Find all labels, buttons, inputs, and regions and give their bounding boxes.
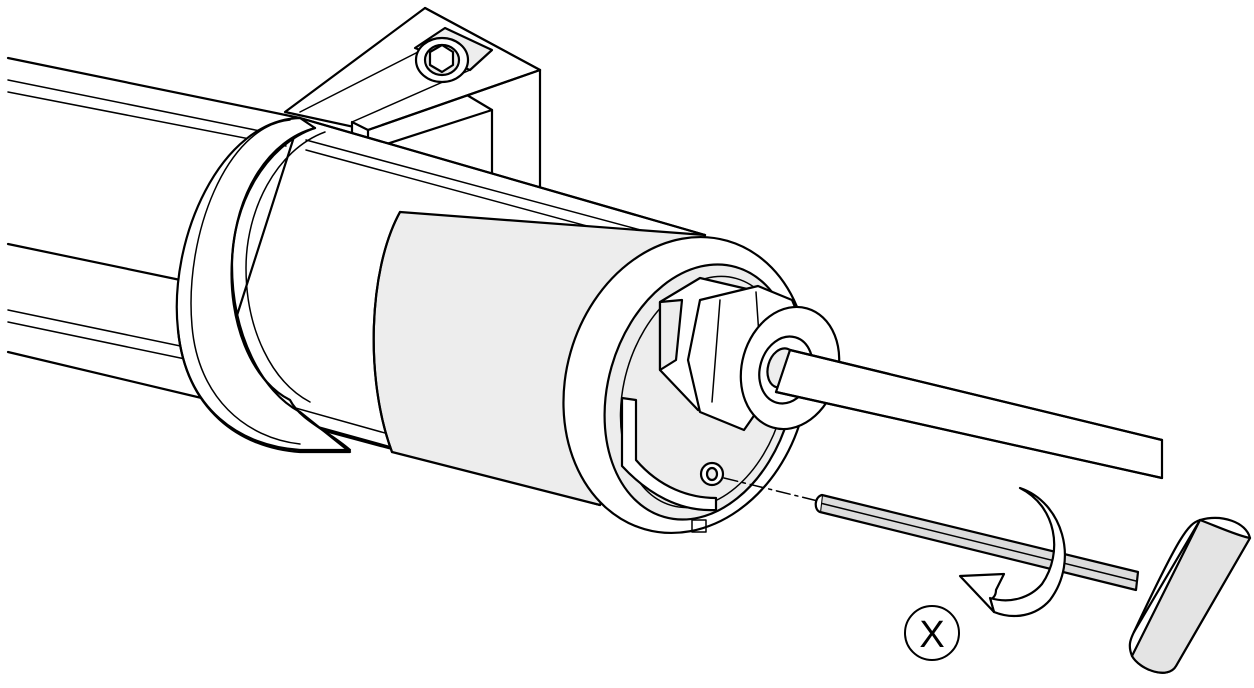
bracket-screw xyxy=(414,36,470,84)
adapter-ring xyxy=(175,116,352,454)
power-cable xyxy=(774,348,1164,480)
rotation-arrow xyxy=(958,486,1066,618)
callout-symbol: X xyxy=(904,605,960,661)
roller-tube xyxy=(6,56,302,402)
alignment-centerline xyxy=(723,477,823,503)
adjustment-screw xyxy=(699,461,725,487)
hex-key-tool xyxy=(814,493,1252,674)
callout-label: X xyxy=(919,614,944,656)
cable-gland xyxy=(658,276,841,432)
